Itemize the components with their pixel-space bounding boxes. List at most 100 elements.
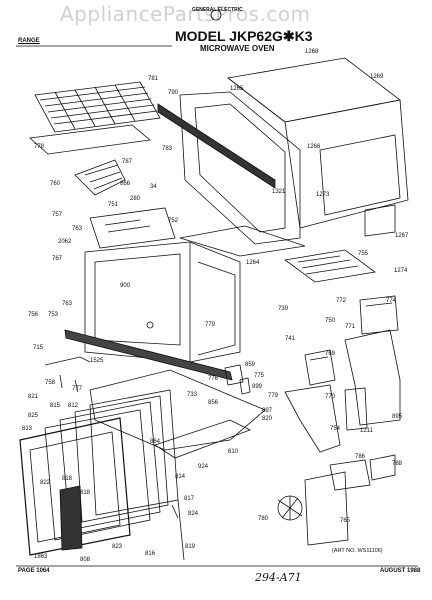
part-label-775: 775 — [254, 373, 265, 379]
part-label-770: 770 — [325, 394, 336, 400]
ge-logo-icon — [210, 9, 222, 21]
part-label-752: 752 — [168, 218, 179, 224]
page-number: PAGE 1064 — [18, 568, 50, 574]
part-label-1268: 1268 — [305, 49, 319, 55]
part-label-825: 825 — [28, 413, 39, 419]
part-label-760: 760 — [50, 181, 61, 187]
front-frame-shape — [157, 91, 301, 245]
interlock-switch-shape — [224, 364, 251, 395]
model-title: MODEL JKP62G✱K3 — [175, 28, 313, 44]
part-label-1863: 1863 — [34, 554, 48, 560]
part-label-824: 824 — [188, 511, 199, 517]
part-label-788: 788 — [392, 461, 403, 467]
part-label-779: 779 — [205, 322, 216, 328]
latch-pin-shape — [171, 499, 185, 561]
control-board-shape — [89, 207, 176, 249]
part-label-779b: 779 — [268, 393, 279, 399]
part-label-924: 924 — [198, 464, 209, 470]
part-label-820: 820 — [262, 416, 273, 422]
part-label-1274: 1274 — [394, 268, 408, 274]
part-label-754: 754 — [330, 426, 341, 432]
handwritten-note: 294-A71 — [255, 571, 302, 584]
part-label-1269: 1269 — [370, 74, 384, 80]
diagram-subtitle: MICROWAVE OVEN — [200, 44, 275, 53]
transformer-shape — [304, 349, 336, 386]
part-label-741: 741 — [285, 336, 296, 342]
door-assembly-shape — [19, 389, 179, 556]
part-label-821: 821 — [28, 394, 39, 400]
part-label-765: 765 — [340, 518, 351, 524]
part-label-823: 823 — [112, 544, 123, 550]
part-label-1266: 1266 — [307, 144, 321, 150]
wire-harness-shape — [44, 356, 91, 393]
part-label-899: 899 — [252, 384, 263, 390]
part-label-813: 813 — [22, 426, 33, 432]
part-label-777: 777 — [72, 386, 83, 392]
cooling-fan-bracket-shape — [344, 329, 401, 426]
blower-housing-shape — [304, 471, 349, 546]
part-label-781: 781 — [148, 76, 159, 82]
revision-date: AUGUST 1988 — [380, 568, 421, 574]
part-label-739: 739 — [278, 306, 289, 312]
part-label-763: 763 — [62, 301, 73, 307]
part-label-776: 776 — [208, 376, 219, 382]
part-label-771: 771 — [345, 324, 356, 330]
part-label-818: 818 — [62, 476, 73, 482]
part-label-817: 817 — [184, 496, 195, 502]
base-plate-shape — [89, 369, 266, 451]
part-label-814: 814 — [175, 474, 186, 480]
part-label-733: 733 — [187, 392, 198, 398]
part-label-819: 819 — [185, 544, 196, 550]
part-label-767: 767 — [52, 256, 63, 262]
part-label-780: 780 — [258, 516, 269, 522]
bottom-rail-shape — [154, 419, 252, 459]
glass-tray-shape — [29, 124, 151, 155]
watermark-text: AppliancePartsPros.com — [60, 2, 311, 26]
part-label-280: 280 — [130, 196, 141, 202]
part-label-774: 774 — [386, 298, 397, 304]
art-number: (ART NO. WS11106) — [332, 548, 383, 554]
part-label-769: 769 — [325, 351, 336, 357]
part-label-786: 786 — [355, 454, 366, 460]
part-label-756: 756 — [28, 312, 39, 318]
part-label-822: 822 — [40, 480, 51, 486]
outer-case-shape — [227, 57, 409, 237]
part-label-790: 790 — [168, 90, 179, 96]
part-label-816: 816 — [145, 551, 156, 557]
part-label-1264: 1264 — [246, 260, 260, 266]
magnetron-shape — [359, 295, 399, 335]
part-label-2062: 2062 — [58, 239, 72, 245]
part-label-751: 751 — [108, 202, 119, 208]
part-label-1273: 1273 — [316, 192, 330, 198]
mount-bracket-shape — [344, 387, 368, 431]
part-label-1211: 1211 — [360, 428, 374, 434]
vent-grille-shape — [283, 249, 377, 283]
top-channel-shape — [179, 225, 306, 257]
part-label-750: 750 — [325, 318, 336, 324]
part-label-818b: 818 — [80, 490, 91, 496]
part-label-1267: 1267 — [395, 233, 409, 239]
part-label-755: 755 — [358, 251, 369, 257]
part-label-859: 859 — [245, 362, 256, 368]
stirrer-cover-shape — [74, 159, 126, 196]
part-label-900: 900 — [120, 283, 131, 289]
part-label-866: 866 — [120, 181, 131, 187]
part-label-787: 787 — [122, 159, 133, 165]
part-label-753: 753 — [48, 312, 59, 318]
part-label-808: 808 — [80, 557, 91, 563]
part-label-715: 715 — [33, 345, 44, 351]
part-label-810: 810 — [228, 449, 239, 455]
part-label-1321: 1321 — [272, 189, 286, 195]
part-label-812: 812 — [68, 403, 79, 409]
part-label-34: 34 — [150, 184, 157, 190]
part-label-772: 772 — [336, 298, 347, 304]
duct-shape — [329, 454, 396, 491]
part-label-864: 864 — [150, 439, 161, 445]
part-label-1265: 1265 — [230, 86, 244, 92]
choke-bar-shape — [64, 329, 233, 381]
part-label-783: 783 — [162, 146, 173, 152]
part-label-763-top: 763 — [72, 226, 83, 232]
fan-shroud-shape — [284, 384, 341, 453]
part-label-856: 856 — [208, 400, 219, 406]
